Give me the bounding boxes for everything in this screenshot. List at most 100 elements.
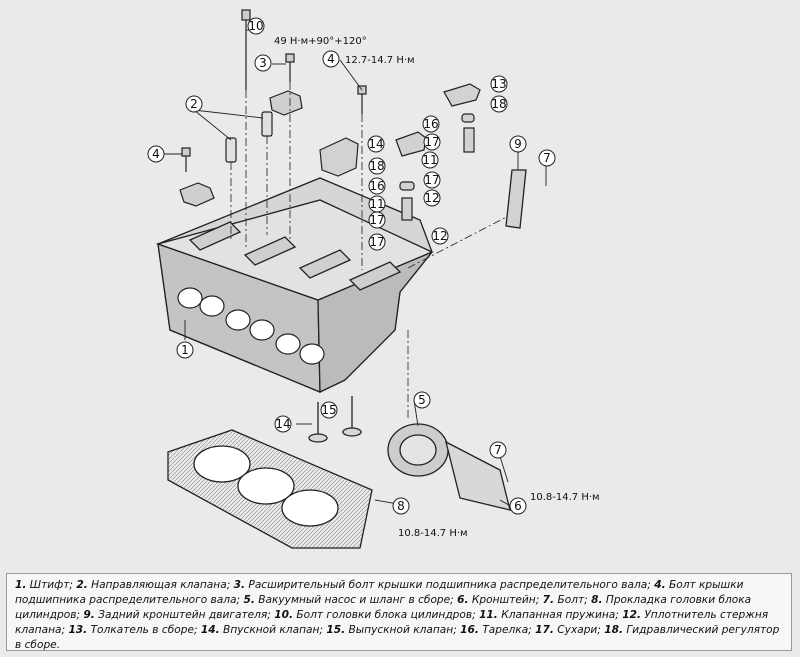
callout-circle xyxy=(254,54,272,72)
legend-item-number: 12. xyxy=(622,609,641,621)
callout-circle xyxy=(368,157,386,175)
legend-item-number: 7. xyxy=(542,594,555,606)
callout-circle xyxy=(185,95,203,113)
callout-number: 7 xyxy=(543,151,551,165)
callout-number: 14 xyxy=(368,137,383,151)
legend-item-text: Гидравлический регулятор в сборе. xyxy=(15,624,780,651)
callout-circle xyxy=(176,341,194,359)
callout-number: 3 xyxy=(259,56,267,70)
legend-item-number: 13. xyxy=(68,624,88,636)
valve-guides xyxy=(225,111,273,163)
callout-number: 17 xyxy=(369,213,384,227)
callout-number: 17 xyxy=(424,135,439,149)
callout-number: 2 xyxy=(190,97,198,111)
legend-item-number: 1. xyxy=(15,579,27,591)
legend-item-text: Болт крышки подшипника распределительног… xyxy=(15,579,744,606)
legend-item-number: 2. xyxy=(76,579,88,591)
legend-item-text: Расширительный болт крышки подшипника ра… xyxy=(245,579,655,591)
callout-c6: 6 xyxy=(509,497,527,515)
expansion-bolt xyxy=(285,53,295,82)
callout-number: 6 xyxy=(514,499,522,513)
legend-item-text: Штифт; xyxy=(26,579,77,591)
callout-circle xyxy=(538,149,556,167)
engine-rear-bracket xyxy=(505,169,527,229)
camshaft-cap-left xyxy=(179,182,215,207)
camshaft-cap-top xyxy=(269,90,303,116)
callout-number: 10 xyxy=(248,19,263,33)
callout-c17a: 17 xyxy=(423,133,441,151)
cap-bolt-left xyxy=(181,147,191,172)
legend-item-number: 14. xyxy=(200,624,220,636)
callout-circle xyxy=(274,415,292,433)
callout-number: 7 xyxy=(494,443,502,457)
callout-number: 18 xyxy=(369,159,384,173)
head-bolt xyxy=(241,9,251,90)
callout-circle xyxy=(247,17,265,35)
lash-adjuster-group xyxy=(319,83,481,221)
head-gasket xyxy=(167,429,373,549)
callout-number: 11 xyxy=(422,153,437,167)
vacuum-pump xyxy=(387,423,511,511)
callout-number: 16 xyxy=(369,179,384,193)
callout-c7a: 7 xyxy=(538,149,556,167)
callout-number: 11 xyxy=(369,197,384,211)
callout-c5: 5 xyxy=(413,391,431,409)
legend-item-text: Толкатель в сборе; xyxy=(87,624,201,636)
legend-item-text: Впускной клапан; xyxy=(219,624,327,636)
legend-item-number: 15. xyxy=(326,624,346,636)
callout-c4a: 4 xyxy=(147,145,165,163)
callout-c15: 15 xyxy=(320,401,338,419)
callout-number: 12 xyxy=(432,229,447,243)
callout-circle xyxy=(147,145,165,163)
callout-c17b: 17 xyxy=(423,171,441,189)
callout-circle xyxy=(423,133,441,151)
callout-c4b: 4 xyxy=(322,50,340,68)
callout-number: 5 xyxy=(418,393,426,407)
callout-c17d: 17 xyxy=(368,233,386,251)
callout-circle xyxy=(320,401,338,419)
legend-item-number: 17. xyxy=(535,624,554,636)
legend-item-text: Направляющая клапана; xyxy=(87,579,234,591)
callout-number: 18 xyxy=(491,97,506,111)
callout-c12a: 12 xyxy=(423,189,441,207)
callout-number: 14 xyxy=(275,417,290,431)
callout-circle xyxy=(392,497,410,515)
legend-item-number: 9. xyxy=(83,609,95,621)
torque-head-bolt: 49 Н·м+90°+120° xyxy=(274,36,367,47)
callout-circle xyxy=(490,75,508,93)
callout-c16a: 16 xyxy=(422,115,440,133)
callout-c10: 10 xyxy=(247,17,265,35)
legend-item-text: Болт головки блока цилиндров; xyxy=(293,609,480,621)
callout-c14b: 14 xyxy=(274,415,292,433)
callout-c16b: 16 xyxy=(368,177,386,195)
callout-c11a: 11 xyxy=(421,151,439,169)
legend-item-text: Уплотнитель стержня клапана; xyxy=(15,609,769,636)
legend-item-text: Болт; xyxy=(554,594,592,606)
callout-number: 1 xyxy=(181,343,189,357)
legend-item-text: Сухари; xyxy=(553,624,605,636)
torque-pump-bolt: 10.8-14.7 Н·м xyxy=(398,528,468,539)
legend-item-number: 11. xyxy=(479,609,498,621)
torque-bracket-bolt: 10.8-14.7 Н·м xyxy=(530,492,600,503)
callout-circle xyxy=(368,211,386,229)
callout-c11b: 11 xyxy=(368,195,386,213)
legend-item-text: Прокладка головки блока цилиндров; xyxy=(15,594,752,621)
legend-item-number: 16. xyxy=(460,624,479,636)
callout-circle xyxy=(431,227,449,245)
callout-c9: 9 xyxy=(509,135,527,153)
callout-number: 9 xyxy=(514,137,522,151)
parts-legend: 1. Штифт; 2. Направляющая клапана; 3. Ра… xyxy=(6,573,792,651)
callout-circle xyxy=(421,151,439,169)
legend-item-text: Задний кронштейн двигателя; xyxy=(94,609,275,621)
legend-item-number: 3. xyxy=(233,579,246,591)
callout-circle xyxy=(413,391,431,409)
callout-circle xyxy=(489,441,507,459)
callout-c13: 13 xyxy=(490,75,508,93)
cylinder-head xyxy=(155,177,434,394)
callout-circle xyxy=(423,171,441,189)
callout-circle xyxy=(422,115,440,133)
legend-item-text: Вакуумный насос и шланг в сборе; xyxy=(254,594,458,606)
